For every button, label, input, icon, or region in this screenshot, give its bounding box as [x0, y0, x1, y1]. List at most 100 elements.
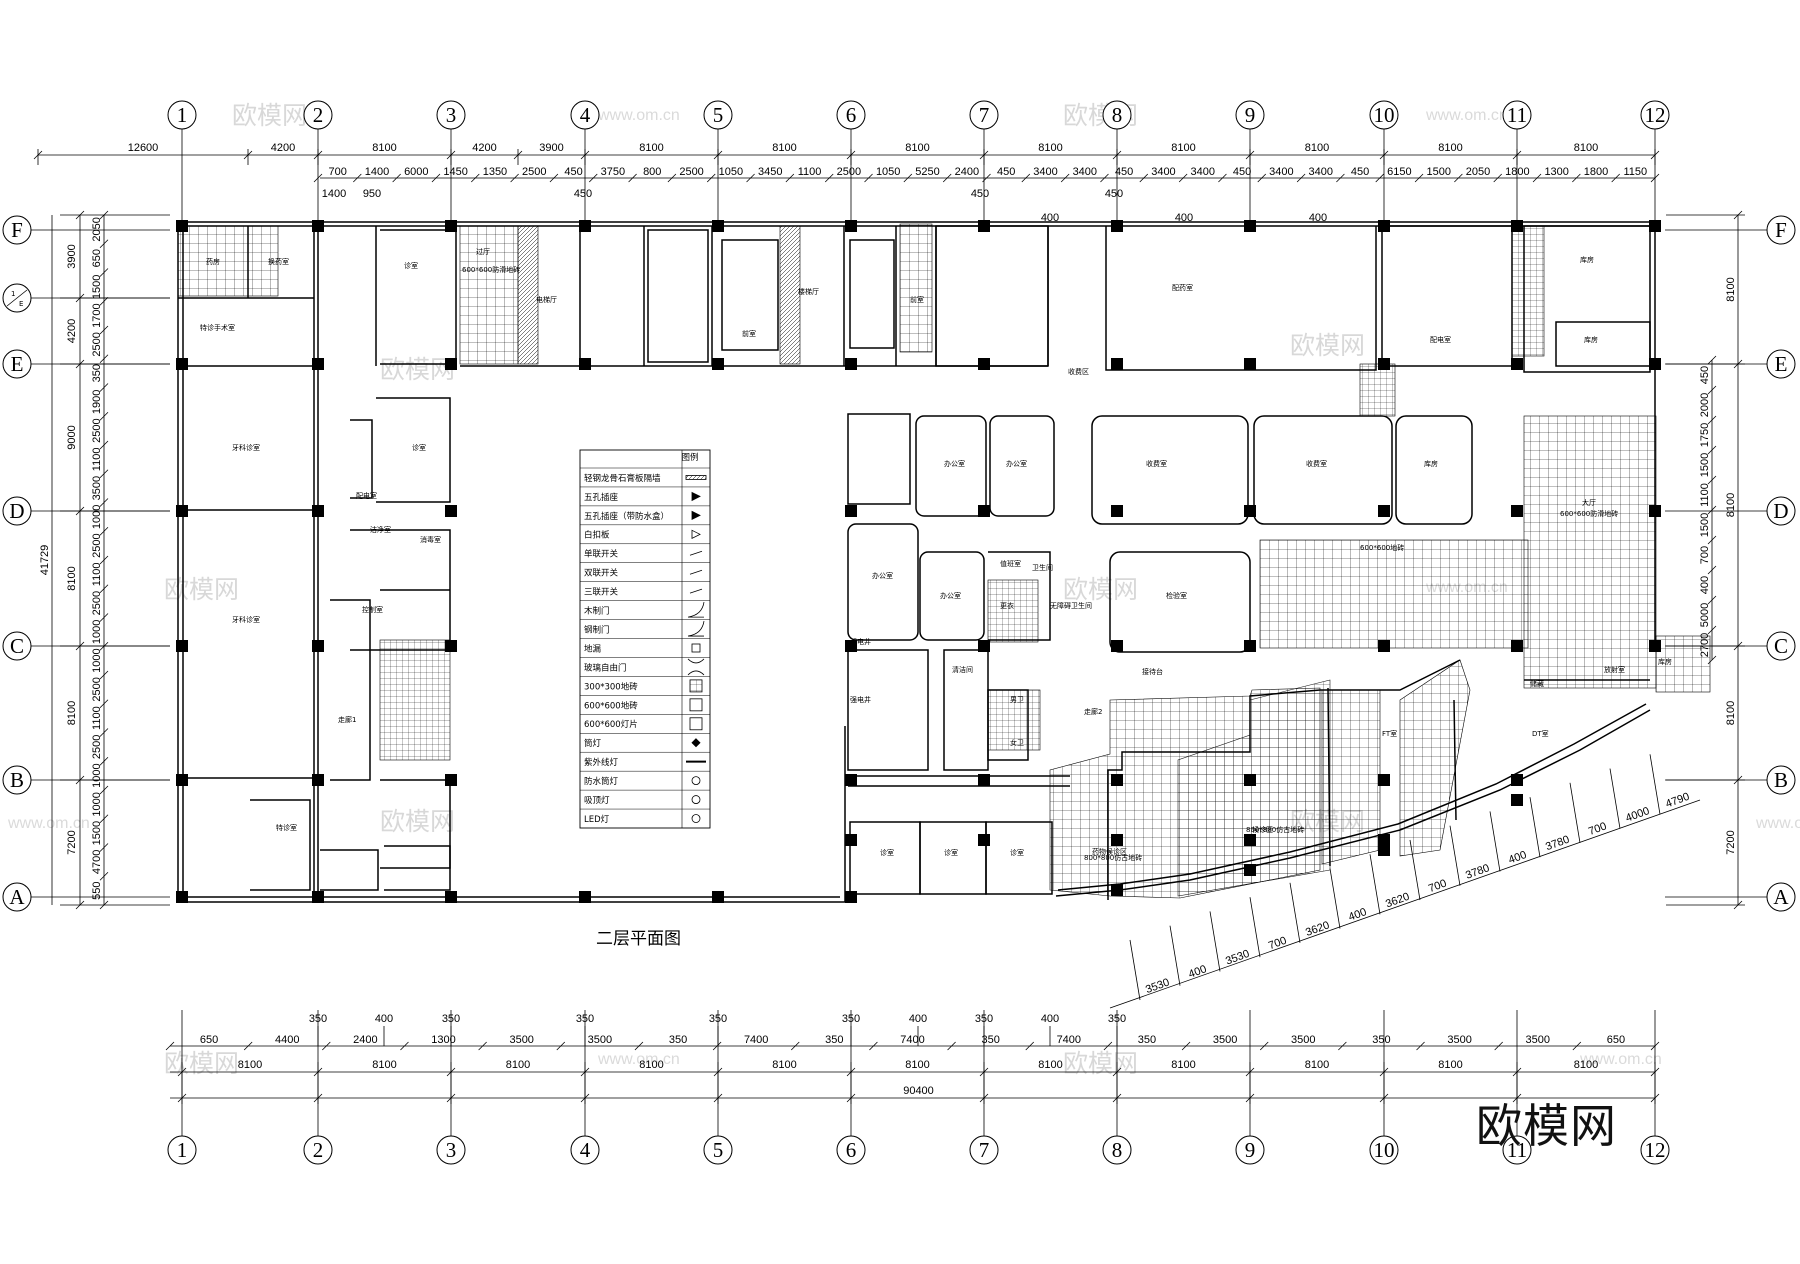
- dim-text: 400: [1347, 906, 1368, 924]
- dimension-line: [982, 173, 991, 183]
- dim-text: 400: [1309, 212, 1327, 224]
- column: [312, 640, 324, 652]
- dimension-line: [1375, 173, 1385, 183]
- column: [712, 891, 724, 903]
- dim-text: 3530: [1224, 948, 1251, 968]
- legend-symbol: [691, 529, 701, 539]
- room-label: 配电室: [356, 491, 377, 500]
- dimension-line: [1649, 754, 1661, 815]
- dimension-line: [313, 173, 323, 183]
- dimension-line: [99, 383, 109, 392]
- dimension-line: [99, 613, 109, 622]
- axis-bubble-5: 5: [703, 100, 733, 130]
- legend-item-label: 钢制门: [584, 624, 610, 635]
- axis-bubble-11: 11: [1502, 1135, 1532, 1165]
- dim-text: 1400: [365, 166, 389, 178]
- dim-text: 5000: [1699, 603, 1711, 627]
- dim-text: 2500: [91, 677, 103, 701]
- dimension-line: [1129, 939, 1141, 1001]
- room-label: 更衣: [1000, 601, 1014, 610]
- dim-text: 350: [309, 1013, 327, 1025]
- dim-text: 2500: [91, 533, 103, 557]
- column: [1649, 220, 1661, 232]
- column: [845, 891, 857, 903]
- dim-text: 350: [975, 1013, 993, 1025]
- axis-label: 6: [846, 1138, 857, 1162]
- dim-text: 700: [1267, 935, 1288, 953]
- watermark-site: www.om.cn: [1579, 1051, 1662, 1068]
- watermark-site: www.om.cn: [1425, 107, 1508, 124]
- dim-text: 8100: [1171, 1059, 1195, 1071]
- dim-text: 700: [1427, 878, 1448, 896]
- watermark-site: www.om.cn: [597, 107, 680, 124]
- dim-text: 1700: [91, 303, 103, 327]
- dim-text: 1000: [91, 763, 103, 787]
- dimension-line: [947, 1041, 956, 1051]
- column: [978, 774, 990, 786]
- tiled-areas: [177, 223, 1711, 899]
- axis-label: B: [1774, 768, 1788, 792]
- column: [1111, 358, 1123, 370]
- axis-label: D: [9, 499, 24, 523]
- legend-item-label: 双联开关: [584, 568, 619, 579]
- column: [1111, 884, 1123, 896]
- axis-bubble-12: 12: [1640, 1135, 1670, 1165]
- dimension-line: [549, 173, 559, 183]
- dim-text: 1000: [91, 648, 103, 672]
- dim-text: 1400: [322, 188, 346, 200]
- axis-label: F: [11, 218, 23, 242]
- dim-text: 90400: [903, 1085, 934, 1097]
- room-label: 检验室: [1166, 591, 1187, 600]
- column: [579, 220, 591, 232]
- axis-label: E: [1775, 352, 1788, 376]
- dim-text: 2050: [91, 217, 103, 241]
- room-label: 洁净室: [370, 525, 391, 534]
- dim-text: 1900: [91, 390, 103, 414]
- dim-text: 6150: [1387, 166, 1411, 178]
- axis-bubble-D: D: [1766, 496, 1796, 526]
- column: [1111, 505, 1123, 517]
- dimension-line: [1707, 595, 1717, 605]
- dimension-line: [588, 173, 598, 183]
- legend-symbol: [689, 588, 703, 594]
- dim-text: 650: [200, 1034, 218, 1046]
- dim-text: 550: [91, 881, 103, 899]
- column: [712, 358, 724, 370]
- dimension-line: [1369, 854, 1381, 915]
- legend-symbol: [689, 569, 703, 575]
- legend-symbol: [691, 776, 701, 786]
- brand-logo-text: 欧模网: [1476, 1099, 1617, 1153]
- dim-text: 4700: [91, 850, 103, 874]
- axis-label: B: [10, 768, 24, 792]
- room-label: 药房: [206, 257, 220, 266]
- room-label: 控制室: [362, 605, 383, 614]
- room-label: 换药室: [268, 257, 289, 266]
- dimension-line: [400, 1041, 409, 1051]
- dimension-line: [903, 173, 913, 183]
- room-labels: 药房 换药室 特诊手术室 牙科诊室 牙科诊室 特诊室 诊室 诊室 诊室 诊室 诊…: [200, 247, 1672, 862]
- watermark-text: 欧模网: [1290, 331, 1365, 360]
- dimension-line: [1493, 173, 1502, 183]
- column: [176, 505, 188, 517]
- room-label: 电梯厅: [536, 295, 557, 304]
- dim-text: 2500: [91, 418, 103, 442]
- dim-text: 8100: [772, 1059, 796, 1071]
- column: [445, 220, 457, 232]
- axis-label: 2: [313, 103, 324, 127]
- column: [845, 774, 857, 786]
- column: [312, 774, 324, 786]
- dim-text: 8100: [1171, 142, 1195, 154]
- dimension-line: [99, 296, 109, 306]
- legend-item-label: 紫外线灯: [584, 757, 619, 768]
- axis-label: A: [1773, 885, 1789, 909]
- dimension-line: [99, 756, 109, 766]
- dimension-line: [99, 268, 109, 277]
- dimension-line: [243, 1041, 253, 1051]
- dim-text: 450: [574, 188, 592, 200]
- column: [445, 640, 457, 652]
- dimension-line: [1218, 173, 1227, 183]
- axis-bubble-2: 2: [303, 100, 333, 130]
- axis-bubble-10: 10: [1369, 1135, 1399, 1165]
- dim-text: 8100: [372, 142, 396, 154]
- axis-bubble-6: 6: [836, 1135, 866, 1165]
